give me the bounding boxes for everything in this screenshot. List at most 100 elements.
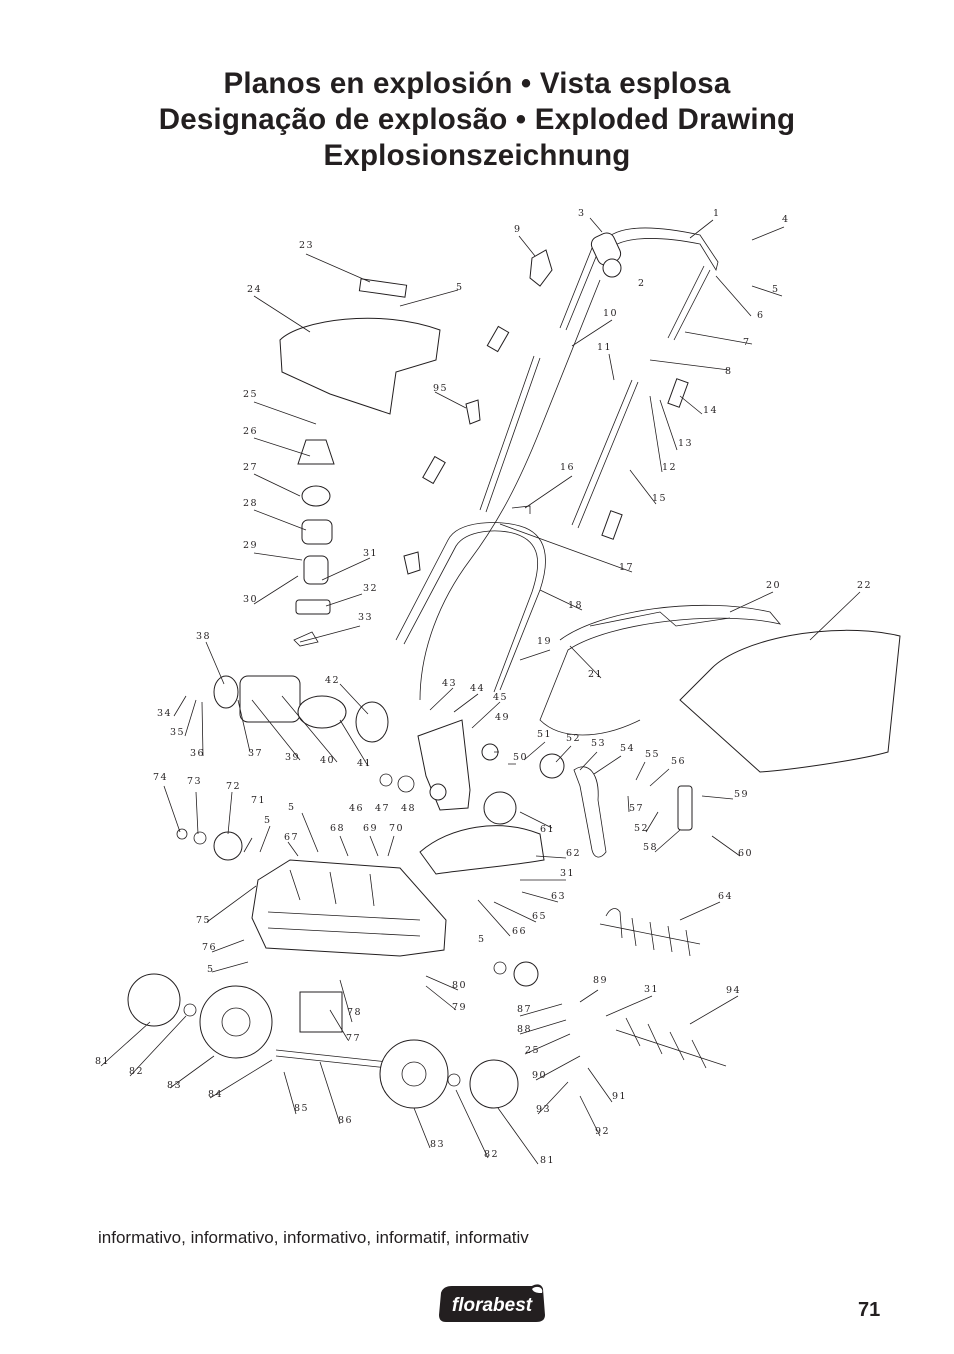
fan-26: [297, 439, 335, 465]
callout-77: 77: [346, 1033, 361, 1044]
callout-94: 94: [726, 985, 741, 996]
callout-5c: 5: [288, 802, 296, 813]
callout-33: 33: [358, 612, 373, 623]
belt-54: [573, 766, 607, 858]
callout-21: 21: [588, 669, 603, 680]
bracket-59: [677, 785, 693, 831]
handle-tube-left: [559, 247, 599, 331]
callout-72: 72: [226, 781, 241, 792]
wheel-83-right-hub: [401, 1061, 427, 1087]
callout-12: 12: [662, 462, 677, 473]
cover-plate: [419, 825, 545, 875]
callout-54: 54: [620, 743, 635, 754]
washer-73: [193, 831, 207, 845]
armature-40: [297, 695, 347, 729]
callout-45: 45: [493, 692, 508, 703]
callout-84: 84: [208, 1089, 223, 1100]
callout-28: 28: [243, 498, 258, 509]
callout-47: 47: [375, 803, 390, 814]
callout-51: 51: [537, 729, 552, 740]
callout-19: 19: [537, 636, 552, 647]
callout-81b: 81: [540, 1155, 555, 1166]
middle-tube-left: [479, 355, 541, 513]
callout-88: 88: [517, 1024, 532, 1035]
grass-bag-frame: [539, 604, 782, 736]
callout-78: 78: [347, 1007, 362, 1018]
grass-bag-frame-inner: [589, 611, 731, 627]
callout-86: 86: [338, 1115, 353, 1126]
page-title: Planos en explosión • Vista esplosa Desi…: [0, 66, 954, 174]
callout-82b: 82: [484, 1149, 499, 1160]
hook-33: [293, 631, 319, 647]
logo-badge: [438, 1284, 546, 1322]
callout-3: 3: [578, 208, 586, 219]
exploded-drawing: 1 2 3 4 5 5 6 7 8 9 10 11 12 13 14 15 16…: [95, 208, 901, 1166]
axle-86: [275, 1049, 389, 1069]
callout-89: 89: [593, 975, 608, 986]
callout-63: 63: [551, 891, 566, 902]
callout-1: 1: [713, 208, 721, 219]
wheel-83-right: [379, 1039, 449, 1109]
callout-44: 44: [470, 683, 485, 694]
ring-47: [397, 775, 415, 793]
callout-60: 60: [738, 848, 753, 859]
callout-8: 8: [725, 366, 733, 377]
handle-tube-right: [667, 265, 711, 341]
callout-74: 74: [153, 772, 168, 783]
callout-68: 68: [330, 823, 345, 834]
grass-bag: [679, 629, 901, 773]
callout-5f: 5: [207, 964, 215, 975]
hub-cap-81-left: [127, 973, 181, 1027]
callout-5: 5: [456, 282, 464, 293]
callout-65: 65: [532, 911, 547, 922]
wheel-83-left: [199, 985, 273, 1059]
callout-36: 36: [190, 748, 205, 759]
callout-24: 24: [247, 284, 262, 295]
callout-37: 37: [248, 748, 263, 759]
callout-7: 7: [743, 337, 751, 348]
clamp-right: [667, 378, 689, 408]
callout-95: 95: [433, 383, 448, 394]
callout-83: 83: [167, 1080, 182, 1091]
ring-46: [379, 773, 393, 787]
callout-34: 34: [157, 708, 172, 719]
hub-72: [213, 831, 243, 861]
callout-2: 2: [638, 278, 646, 289]
clip-95: [465, 399, 481, 425]
callout-31c: 31: [644, 984, 659, 995]
callout-4: 4: [782, 214, 790, 225]
clamp-mid-left: [422, 455, 446, 485]
handle-clip-23: [358, 278, 408, 298]
callout-14: 14: [703, 405, 718, 416]
switch-disc: [602, 258, 622, 278]
callout-62: 62: [566, 848, 581, 859]
callout-42: 42: [325, 675, 340, 686]
callout-81: 81: [95, 1056, 110, 1067]
callout-10: 10: [603, 308, 618, 319]
upper-handle: [601, 227, 719, 272]
callout-52: 52: [566, 733, 581, 744]
nut-82-right: [447, 1073, 461, 1087]
callout-73: 73: [187, 776, 202, 787]
cable: [419, 279, 601, 701]
callout-70: 70: [389, 823, 404, 834]
title-line-1: Planos en explosión • Vista esplosa: [223, 67, 731, 100]
callout-9: 9: [514, 224, 522, 235]
callout-52b: 52: [634, 823, 649, 834]
knob-29: [303, 555, 329, 585]
callout-92: 92: [595, 1126, 610, 1137]
end-plate-42: [355, 701, 389, 743]
cable-clip: [403, 551, 421, 575]
callout-27: 27: [243, 462, 258, 473]
callout-22: 22: [857, 580, 872, 591]
aerator-roller: [615, 1017, 727, 1069]
clamp-lower-right: [601, 510, 623, 540]
callout-64: 64: [718, 891, 733, 902]
parts: [127, 227, 901, 1109]
callout-25b: 25: [525, 1045, 540, 1056]
callout-39: 39: [285, 752, 300, 763]
bearing-38: [213, 675, 239, 709]
roller-washer: [493, 961, 507, 975]
callout-5b: 5: [772, 284, 780, 295]
callout-83b: 83: [430, 1139, 445, 1150]
